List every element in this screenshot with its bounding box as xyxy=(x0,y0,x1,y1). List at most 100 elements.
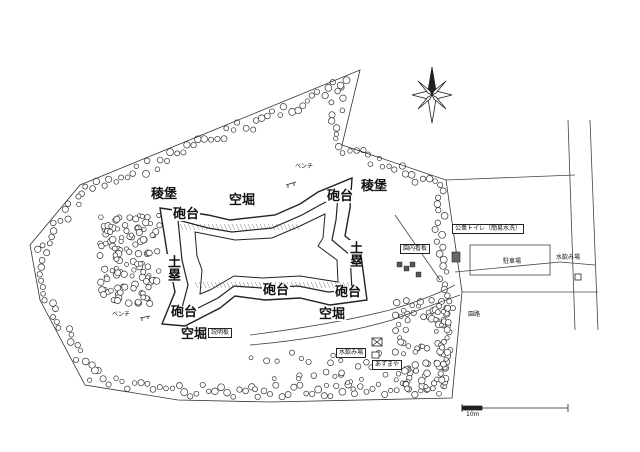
tree xyxy=(439,322,444,328)
hatch-line xyxy=(267,223,272,231)
tree xyxy=(134,225,140,231)
tree xyxy=(375,381,381,387)
hatch-line xyxy=(183,223,188,231)
compass-rose xyxy=(411,66,453,124)
tree xyxy=(277,112,284,118)
tree xyxy=(38,277,44,284)
tree xyxy=(443,348,451,356)
tree xyxy=(87,377,93,383)
tree xyxy=(75,193,82,200)
water-fountain-bottom xyxy=(371,351,380,359)
tree xyxy=(50,219,57,227)
tree xyxy=(43,249,51,257)
hatch-line xyxy=(219,223,224,231)
tree xyxy=(206,388,212,394)
tree xyxy=(304,98,310,104)
tree xyxy=(439,344,446,351)
tree xyxy=(126,248,133,255)
tree xyxy=(142,169,150,178)
tree xyxy=(128,232,134,238)
hatch-line xyxy=(243,223,248,231)
tree xyxy=(105,381,112,388)
tree xyxy=(39,242,46,249)
tree xyxy=(433,317,439,323)
tree xyxy=(432,178,438,184)
hatch-line xyxy=(227,223,232,231)
hatch-line xyxy=(235,223,240,231)
tree xyxy=(294,106,302,115)
tree xyxy=(109,268,115,274)
tree xyxy=(338,388,347,396)
tree xyxy=(187,393,194,400)
tree xyxy=(49,299,57,307)
label-toilet: 公衆トイレ（簡易水洗） xyxy=(452,224,525,234)
tree xyxy=(102,240,109,247)
tree xyxy=(327,117,336,125)
tree xyxy=(130,285,137,292)
star-fort-outer xyxy=(159,176,368,327)
label-karabori-bottom-left: 空堀 xyxy=(180,327,209,342)
cube-icons xyxy=(396,261,422,278)
tree xyxy=(101,265,109,273)
tree xyxy=(230,394,236,400)
road-lines xyxy=(445,119,599,331)
tree xyxy=(163,385,169,392)
tree xyxy=(401,351,406,357)
tree xyxy=(137,261,144,267)
tree xyxy=(134,250,143,258)
tree xyxy=(445,319,452,326)
park-boundary xyxy=(29,69,463,403)
tree xyxy=(369,385,376,392)
tree xyxy=(120,270,128,278)
hatch-line xyxy=(214,281,219,289)
tree xyxy=(395,371,402,377)
tree xyxy=(425,175,434,183)
hatch-line xyxy=(250,281,255,289)
hatch-line xyxy=(275,223,280,231)
tree xyxy=(46,240,53,247)
hatch-line xyxy=(199,223,204,231)
tree xyxy=(359,377,364,382)
tree xyxy=(37,263,45,271)
tree xyxy=(405,343,412,349)
tree xyxy=(391,348,399,356)
tree xyxy=(98,242,105,250)
tree xyxy=(156,156,164,164)
tree xyxy=(419,343,426,349)
tree xyxy=(437,370,444,377)
bench-top-icon xyxy=(285,181,297,188)
tree xyxy=(443,356,449,362)
tree xyxy=(313,88,320,95)
tree xyxy=(193,390,200,397)
tree xyxy=(152,277,161,285)
hatch-line xyxy=(302,281,307,289)
tree xyxy=(354,363,362,370)
tree xyxy=(81,357,90,366)
tree xyxy=(254,393,261,400)
label-bench-left: ベンチ xyxy=(112,311,131,318)
hatch-line xyxy=(291,223,296,231)
hatch-line xyxy=(271,223,276,231)
tree xyxy=(121,283,129,291)
tree xyxy=(217,383,225,391)
tree xyxy=(118,238,124,244)
tree xyxy=(435,194,442,201)
tree xyxy=(437,182,444,188)
tree xyxy=(332,373,338,379)
tree xyxy=(417,376,426,385)
hatch-line xyxy=(246,281,251,289)
hatch-line xyxy=(226,281,231,289)
tree xyxy=(443,326,451,334)
tree xyxy=(444,335,450,341)
tree xyxy=(439,187,447,195)
tree xyxy=(107,228,114,235)
tree xyxy=(441,339,447,345)
tree xyxy=(402,297,410,304)
hatch-line xyxy=(211,223,216,231)
label-water-right: 水飲み場 xyxy=(556,254,581,261)
label-hodai-top-left: 砲台 xyxy=(172,207,201,222)
tree xyxy=(154,166,161,173)
tree xyxy=(118,174,124,181)
hatch-line xyxy=(283,223,288,231)
tree xyxy=(323,382,329,389)
